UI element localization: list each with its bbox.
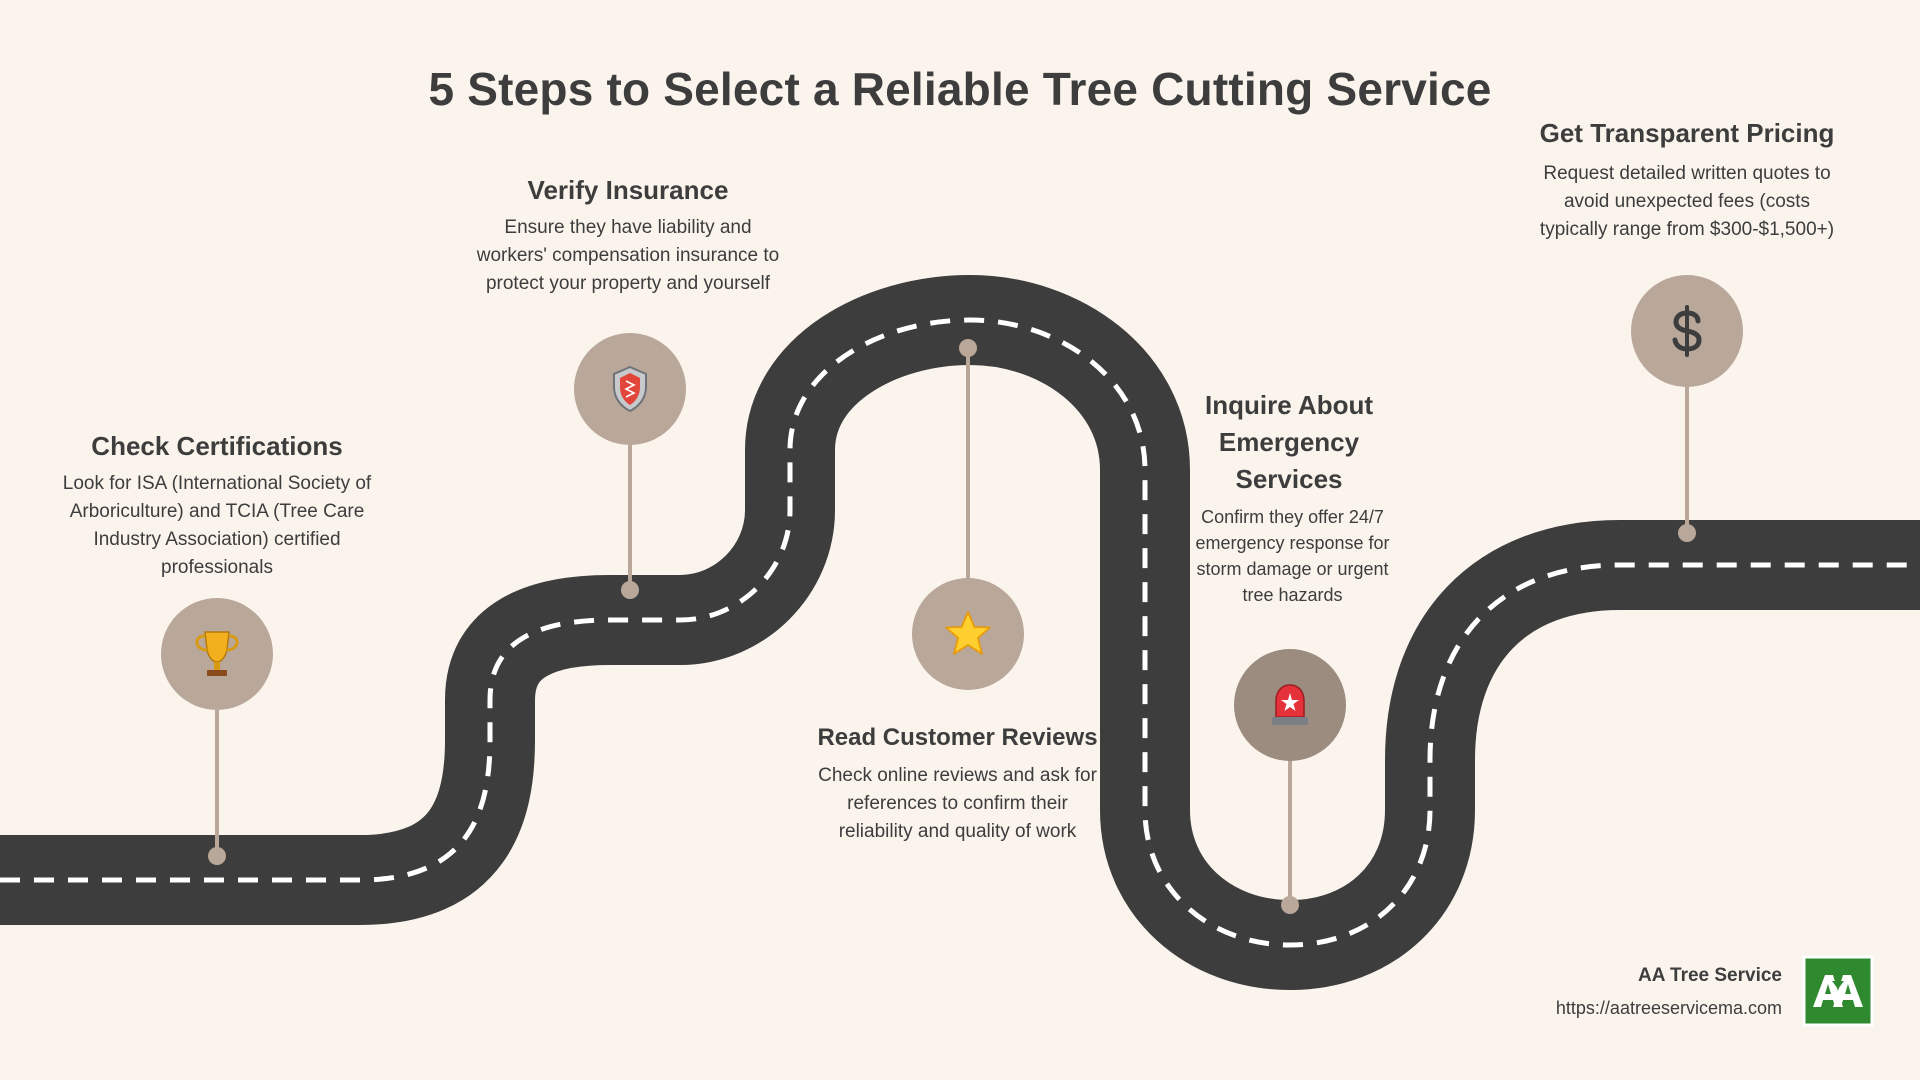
trophy-icon <box>195 631 239 676</box>
step-4-road-dot <box>1281 896 1299 914</box>
step-3-description: Check online reviews and ask for referen… <box>818 765 1097 842</box>
shield-icon <box>613 365 647 413</box>
step-4-title: Inquire About Emergency Services <box>1204 390 1373 494</box>
step-1-road-dot <box>208 847 226 865</box>
step-5-pin <box>1631 275 1743 542</box>
step-2-road-dot <box>621 581 639 599</box>
step-3-pin <box>912 339 1024 690</box>
step-4-pin <box>1234 649 1346 914</box>
step-2-title: Verify Insurance <box>527 175 729 205</box>
step-3-road-dot <box>959 339 977 357</box>
step-4-description: Confirm they offer 24/7 emergency respon… <box>1195 507 1390 605</box>
step-3-title: Read Customer Reviews <box>817 724 1098 751</box>
brand-url[interactable]: https://aatreeservicema.com <box>1555 998 1782 1018</box>
page-title: 5 Steps to Select a Reliable Tree Cuttin… <box>428 63 1492 115</box>
siren-icon <box>1272 684 1308 725</box>
brand-name: AA Tree Service <box>1638 965 1782 986</box>
brand-logo-mark <box>1813 975 1863 1007</box>
step-1-title: Check Certifications <box>91 431 343 461</box>
brand-logo <box>1802 955 1874 1027</box>
step-5-description: Request detailed written quotes to avoid… <box>1539 163 1835 240</box>
step-5-road-dot <box>1678 524 1696 542</box>
step-2-pin <box>574 333 686 599</box>
step-5-title: Get Transparent Pricing <box>1539 118 1835 148</box>
road-center-line <box>0 317 1920 948</box>
step-1-pin <box>161 598 273 865</box>
star-icon <box>945 611 991 655</box>
step-1-description: Look for ISA (International Society of A… <box>62 473 372 578</box>
step-2-description: Ensure they have liability and workers' … <box>476 217 780 294</box>
dollar-icon <box>1672 305 1702 357</box>
